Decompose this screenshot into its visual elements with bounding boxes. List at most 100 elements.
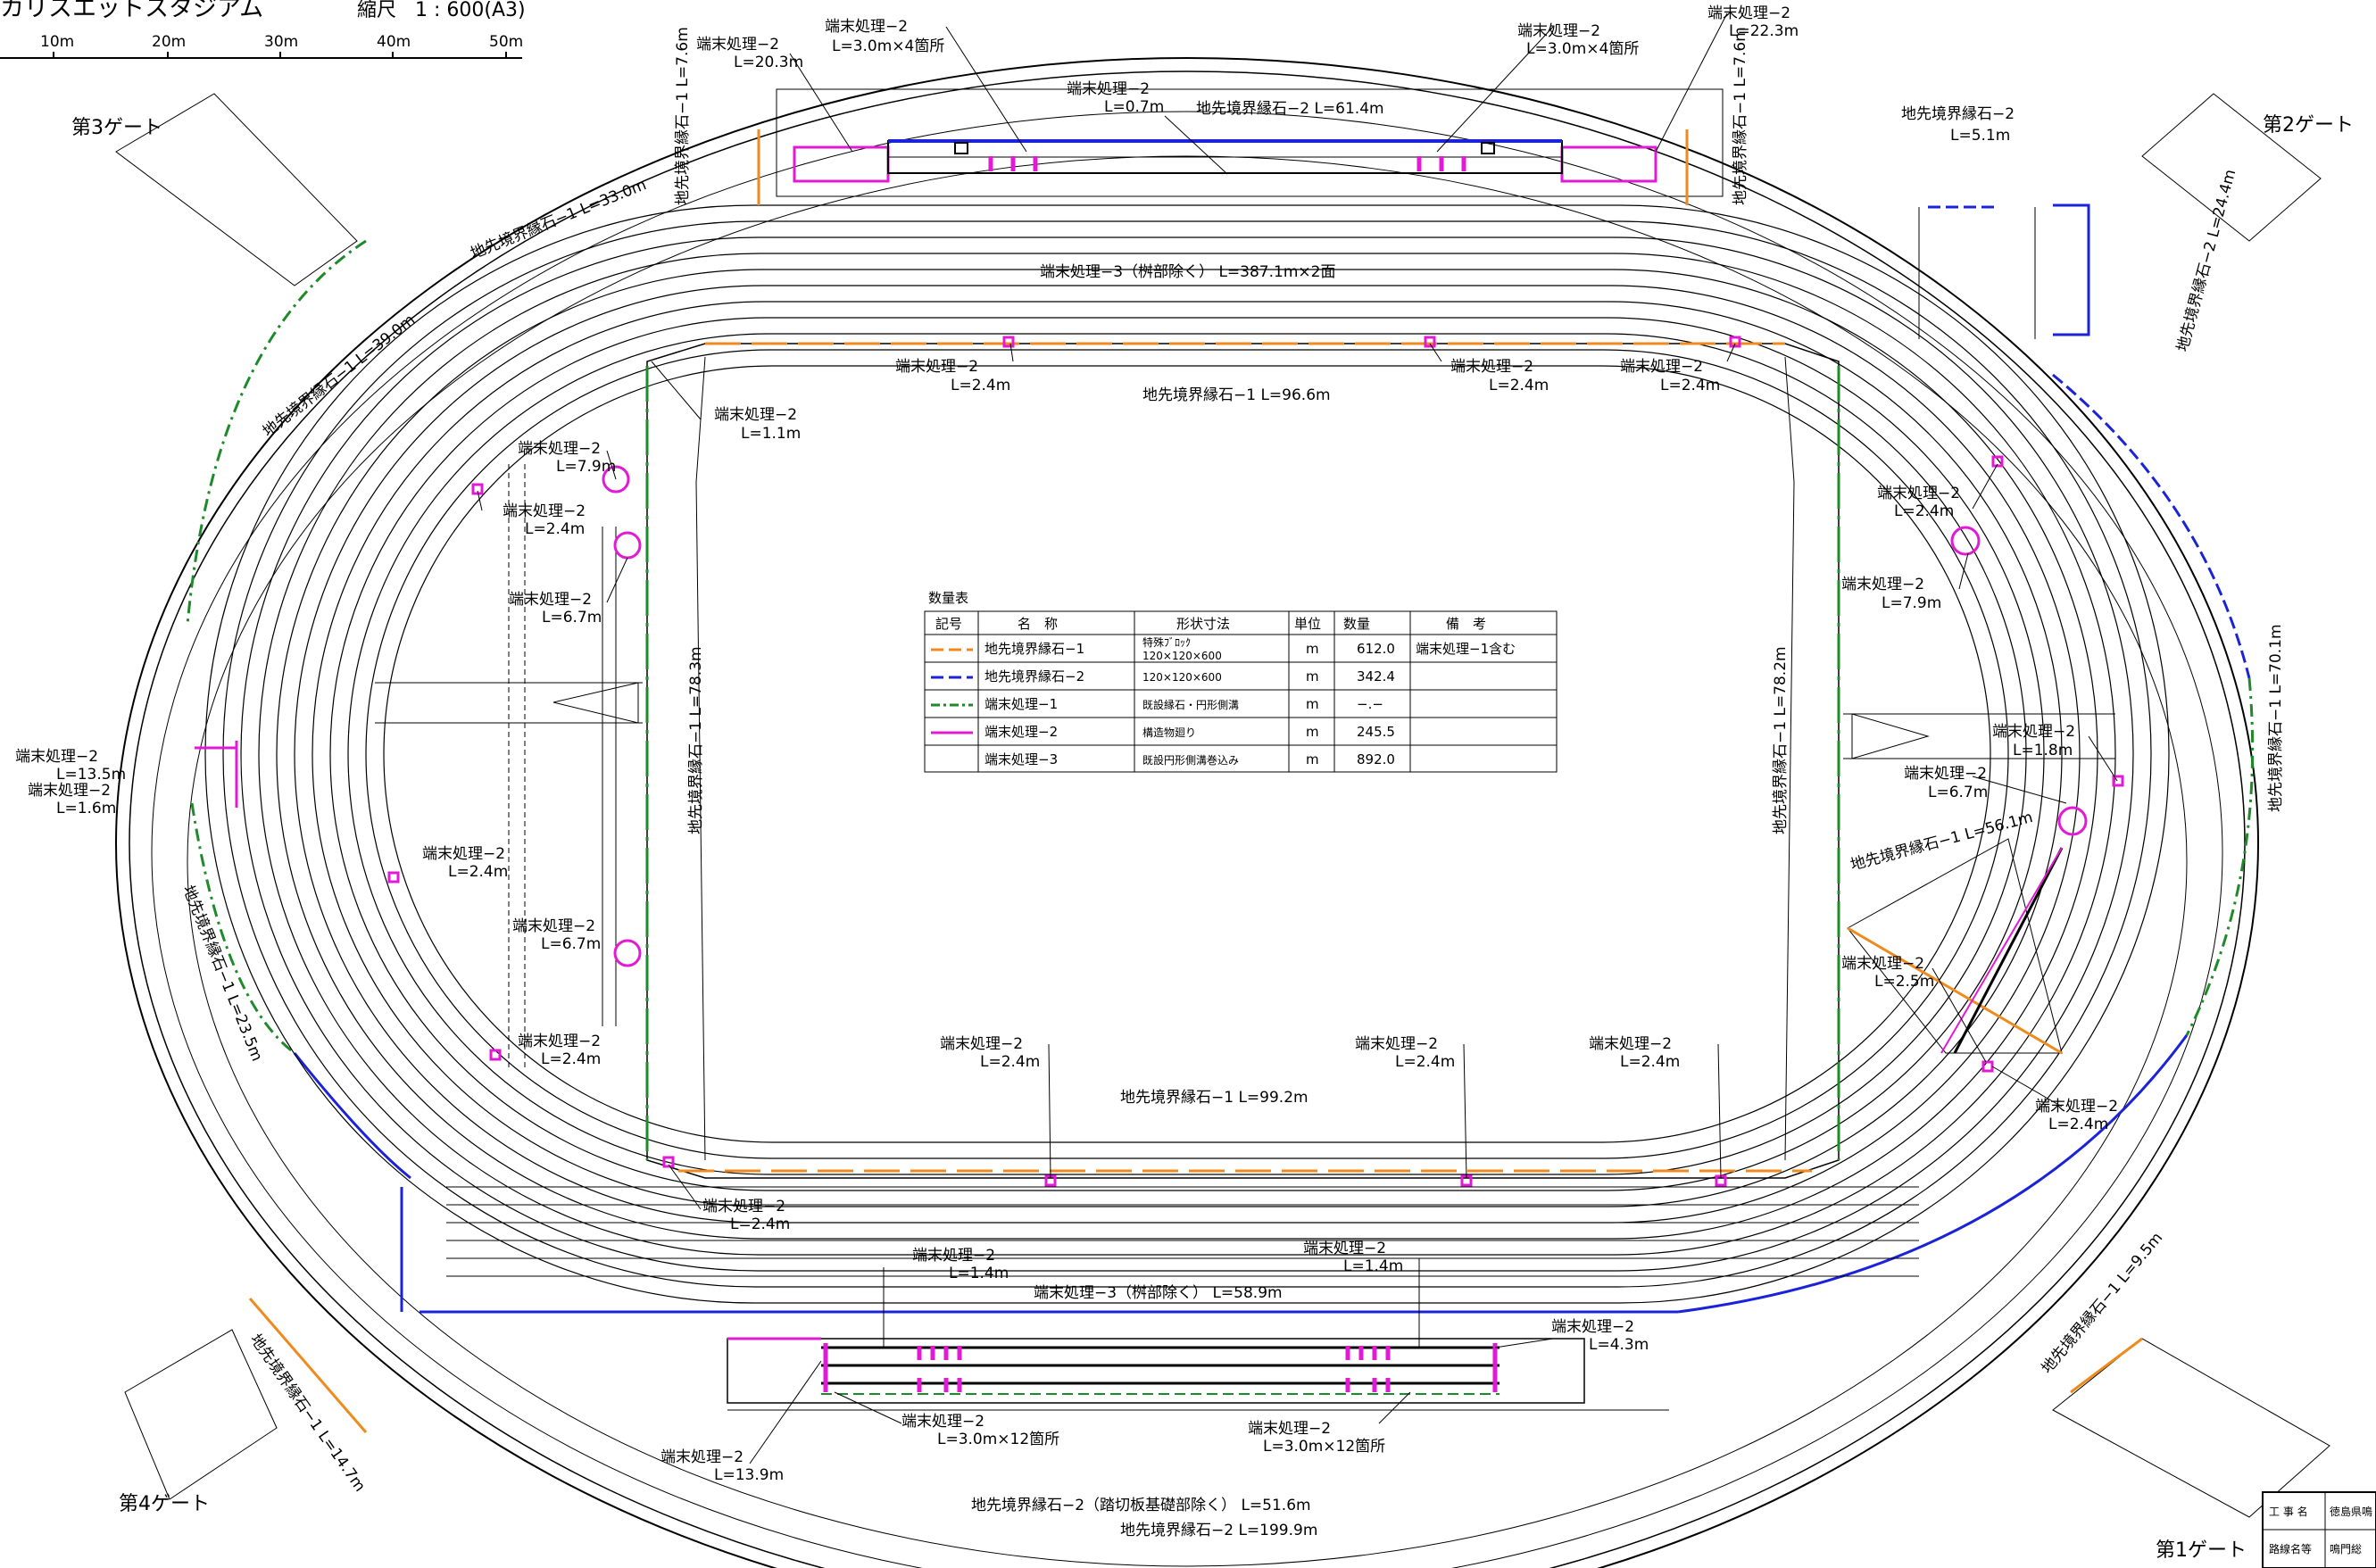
outer-rings [115,57,2259,1568]
callout-length: L=2.4m [448,863,508,881]
callout-length: L=2.4m [1620,1053,1680,1071]
callout-name: 端末処理−2 [895,358,978,376]
callout-name: 端末処理−2 [1904,765,1987,783]
boundary-label: 地先境界縁石−1 L=23.5m [179,883,265,1064]
row-dimension: 構造物廻り [1142,726,1196,739]
callout-length: L=3.0m×12箇所 [1263,1438,1385,1456]
table-header: 数量 [1343,616,1370,632]
callout-name: 端末処理−2 [2035,1098,2118,1116]
gate2-label: 第2ゲート [2263,114,2354,137]
title-block-label: 路線名等 [2269,1542,2312,1556]
row-name: 地先境界縁石−1 [984,641,1084,657]
callout-name: 端末処理−2 [28,782,111,800]
callout-name: 端末処理−2 [503,502,586,520]
boundary-label: 地先境界縁石−2 L=61.4m [1196,100,1384,118]
callout-name: 端末処理−2 [901,1413,984,1431]
table-row: 端末処理−2 構造物廻り m 245.5 [931,724,1395,740]
callout-name: 端末処理−2 [518,440,601,458]
straight-lines [446,207,2036,1277]
row-unit: m [1306,668,1319,684]
callout-length: L=1.8m [2013,742,2073,759]
scale-tick-label: 30m [264,33,298,51]
boundary-label-vertical: 地先境界縁石−1 L=78.3m [687,646,705,834]
title-block-label: 工 事 名 [2269,1505,2308,1518]
callout-name: 端末処理−2 [1841,955,1924,973]
table-header: 単位 [1294,616,1321,632]
callout-name: 端末処理−2 [702,1198,785,1215]
quantity-table-rows: 地先境界縁石−1 特殊ﾌﾞﾛｯｸ 120×120×600 m 612.0 端末処… [931,635,1516,767]
callout-name: 端末処理−2 [15,748,98,766]
row-dimension: 120×120×600 [1142,650,1222,662]
callout-name: 端末処理−2 [1248,1420,1331,1438]
scale-label: 縮尺 [357,0,396,21]
drawing-title: カリスエットスタジアム [0,0,263,22]
table-header: 記号 [935,616,962,632]
callout-length: L=6.7m [542,609,602,626]
table-header: 名 称 [1018,616,1058,632]
row-name: 地先境界縁石−2 [984,668,1084,684]
scale-tick-label: 40m [377,33,411,51]
row-dimension: 既設縁石・円形側溝 [1142,698,1239,711]
callout-length: L=2.4m [730,1215,790,1233]
callout-length: L=6.7m [541,935,601,953]
callout-name: 端末処理−2 [1517,22,1600,40]
callout-name: 端末処理−2 [1620,358,1703,376]
scale-tick-label: 20m [152,33,186,51]
callout-length: L=2.4m [541,1050,601,1068]
callout-length: L=1.4m [949,1265,1009,1282]
boundary-label: 地先境界縁石−1 L=96.6m [1142,386,1331,404]
callout-length: L=7.9m [556,458,616,476]
callout-length: L=2.4m [1660,377,1720,394]
table-row: 地先境界縁石−2 120×120×600 m 342.4 [931,668,1395,684]
callout-length: L=0.7m [1104,98,1164,116]
callout-name: 端末処理−2 [512,917,595,935]
callout-name: 端末処理−2 [1841,576,1924,593]
callout-length: L=20.3m [734,54,803,71]
callout-length: L=4.3m [1589,1336,1649,1354]
boundary-label: 地先境界縁石−2 L=199.9m [1120,1522,1317,1539]
boundary-label: 地先境界縁石−2 L=24.4m [2174,168,2240,354]
table-row: 端末処理−3 既設円形側溝巻込み m 892.0 [984,751,1395,767]
title-block-value: 徳島県鳴 [2330,1505,2372,1518]
row-quantity: 612.0 [1357,641,1395,657]
callout-length: L=3.0m×12箇所 [937,1431,1059,1448]
row-dimension: 特殊ﾌﾞﾛｯｸ [1142,635,1191,649]
callout-length: L=2.4m [1894,502,1954,520]
row-quantity: 892.0 [1357,751,1395,767]
boundary-label-vertical: 地先境界縁石−1 L=7.6m [1732,27,1749,205]
callout-length: L=2.4m [1489,377,1549,394]
callout-length: L=3.0m×4箇所 [832,37,944,55]
title-block-value: 鳴門総 [2330,1543,2362,1556]
quantity-table-title: 数量表 [928,590,968,606]
callout-name: 端末処理−2 [1355,1035,1438,1053]
track-lanes [204,204,2170,1304]
row-quantity: −.− [1357,696,1383,712]
callout-length: L=7.9m [1882,594,1941,612]
row-name: 端末処理−1 [984,696,1058,712]
callout-length: L=1.1m [741,425,801,443]
callout-length: L=1.4m [1343,1257,1403,1275]
callout-length: L=6.7m [1928,784,1988,801]
table-header: 備 考 [1446,616,1486,632]
row-name: 端末処理−2 [984,724,1058,740]
outer-colored-boundaries [186,203,2255,1314]
scale-tick-label: 50m [489,33,523,51]
track-label: 端末処理−3（桝部除く） L=387.1m×2面 [1040,263,1335,281]
gate1-label: 第1ゲート [2156,1539,2247,1562]
row-unit: m [1306,696,1319,712]
row-unit: m [1306,751,1319,767]
gate4-label: 第4ゲート [119,1493,210,1515]
callout-length: L=2.4m [2048,1116,2108,1133]
callout-name: 端末処理−2 [518,1033,601,1050]
callout-name: 端末処理−2 [912,1247,995,1265]
boundary-label: 地先境界縁石−2（踏切板基礎部除く） L=51.6m [971,1497,1311,1514]
row-note: 端末処理−1含む [1416,641,1516,657]
callout-length: L=2.4m [980,1053,1040,1071]
callout-name: 端末処理−2 [1707,4,1790,22]
row-quantity: 342.4 [1357,668,1395,684]
callout-name: 端末処理−2 [1992,723,2075,741]
callout-name: 端末処理−2 [660,1448,744,1466]
table-row: 地先境界縁石−1 特殊ﾌﾞﾛｯｸ 120×120×600 m 612.0 端末処… [931,635,1516,662]
callout-length: L=13.5m [56,766,126,784]
